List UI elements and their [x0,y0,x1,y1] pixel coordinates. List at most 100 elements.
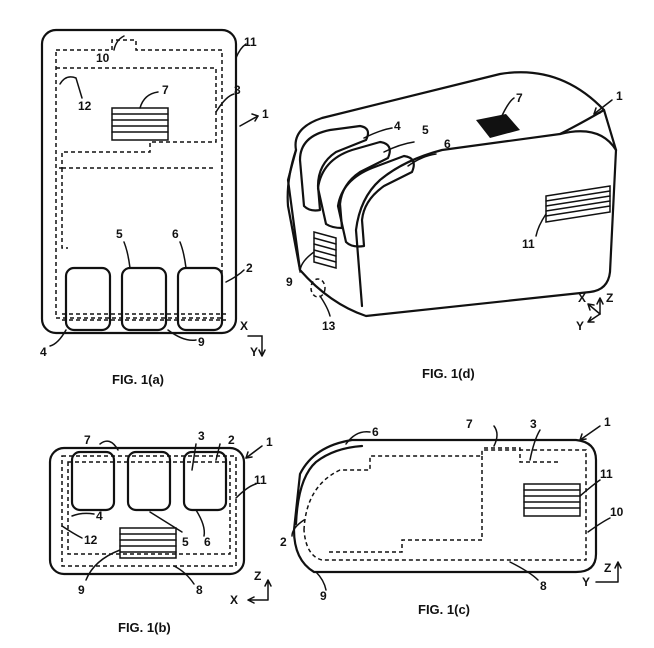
fig1c-axis-y: Y [582,575,590,589]
fig1c-ref-10: 10 [610,505,624,519]
fig1a-middle-compartment [61,167,216,249]
fig1b-button-5 [126,450,172,512]
fig1d-vent-11 [545,185,611,223]
fig1b-ref-1: 1 [266,435,273,449]
fig1d-rear-top-edge [558,130,618,152]
fig1c-inner-cavity [303,449,587,561]
fig1b-label-plate [119,527,177,559]
fig1a-ref-4: 4 [40,345,47,359]
fig1c-leader-7 [493,425,498,447]
fig1a-ref-3: 3 [234,83,241,97]
fig1b-inner-cavity [61,455,237,567]
fig1b-leader-2 [215,443,221,461]
fig1d-button-5 [316,140,391,230]
fig1b-ref-6: 6 [204,535,211,549]
fig1c-ref-1: 1 [604,415,611,429]
fig1b-ref-11: 11 [254,473,267,487]
fig1d-leader-9 [299,251,315,273]
fig1a-ref-6: 6 [172,227,179,241]
fig1a-leader-5 [123,241,131,269]
fig1c-leader-11 [579,479,601,497]
fig1b-leader-5 [149,511,183,533]
fig1d-leader-6 [407,153,437,167]
fig1c-axis-indicator: Z Y [582,561,622,589]
fig1a-leader-4 [49,329,67,347]
fig1a-caption: FIG. 1(a) [112,372,164,387]
fig1a-ref-9: 9 [198,335,205,349]
fig1a-leader-11 [235,43,247,59]
fig1a-axis-indicator: X Y [240,319,266,359]
fig1d-ref-13: 13 [322,319,336,333]
fig1d-vent-9 [313,231,337,269]
fig1b-axis-indicator: Z X [230,569,272,607]
fig1b-ref-4: 4 [96,509,103,523]
fig1b-leader-6 [195,509,206,537]
fig1c-leader-1 [579,425,601,441]
figure-1b: 7 3 2 1 11 4 12 5 6 9 8 Z X FIG. 1(b) [48,429,273,635]
fig1d-ref-5: 5 [422,123,429,137]
fig1d-front-edge [286,148,302,272]
fig1c-ref-11: 11 [600,467,613,481]
figure-1d: 4 5 6 7 1 11 9 13 X Z Y FIG. 1(d) [286,71,623,381]
fig1d-button-6 [336,154,415,248]
fig1d-ref-6: 6 [444,137,451,151]
fig1b-axis-z: Z [254,569,261,583]
fig1b-leader-7 [99,440,119,451]
fig1d-leader-11 [535,213,547,237]
fig1b-ref-12: 12 [84,533,98,547]
fig1b-ref-2: 2 [228,433,235,447]
fig1a-ref-10: 10 [96,51,110,65]
fig1d-ref-11: 11 [522,237,535,251]
fig1a-label-plate [111,107,169,141]
fig1b-leader-3 [191,443,197,471]
fig1d-top-contour [354,108,606,308]
fig1c-housing-outline [292,438,598,574]
fig1d-ref-9: 9 [286,275,293,289]
fig1a-leader-1 [239,115,259,127]
fig1c-top-compartment [484,447,560,463]
fig1a-leader-9 [167,329,197,342]
fig1a-ref-1: 1 [262,107,269,121]
fig1c-vent-11 [523,483,581,517]
fig1b-ref-7: 7 [84,433,91,447]
fig1b-ref-3: 3 [198,429,205,443]
fig1a-ref-2: 2 [246,261,253,275]
fig1a-button-4 [64,266,112,332]
fig1b-leader-4 [71,512,95,517]
fig1d-leader-13 [319,295,331,317]
fig1a-ref-11: 11 [244,35,257,49]
fig1d-ref-4: 4 [394,119,401,133]
fig1b-housing-outline [48,446,246,576]
fig1d-axis-z: Z [606,291,613,305]
fig1c-leader-1-arrow [579,433,587,441]
fig1d-caption: FIG. 1(d) [422,366,475,381]
fig1c-leader-3 [529,429,541,461]
fig1d-ref-7: 7 [516,91,523,105]
fig1d-leader-4 [363,127,393,139]
fig1b-leader-12 [61,525,83,539]
fig1c-inner-partition [328,456,483,553]
fig1b-axis-x: X [230,593,238,607]
figure-1c: 6 7 3 1 11 10 2 9 8 Z Y FIG. 1(c) [280,415,624,617]
fig1a-leader-2 [225,269,245,283]
fig1b-ref-9: 9 [78,583,85,597]
fig1a-axis-x: X [240,319,248,333]
fig1a-arrow-1 [251,113,259,122]
fig1d-arrow-1 [593,107,601,115]
fig1d-button-4 [298,124,370,212]
fig1b-leader-1 [245,445,263,459]
fig1a-ref-5: 5 [116,227,123,241]
fig1c-caption: FIG. 1(c) [418,602,470,617]
fig1b-ref-5: 5 [182,535,189,549]
fig1c-ref-9: 9 [320,589,327,603]
fig1b-button-6 [182,450,228,512]
fig1a-leader-10 [113,35,125,51]
fig1a-housing-outline [40,28,238,335]
fig1a-axis-y: Y [250,345,258,359]
fig1c-ref-6: 6 [372,425,379,439]
fig1a-upper-compartment [56,67,217,169]
fig1a-bottom-rail [62,313,226,321]
fig1c-leader-8 [509,561,539,581]
fig1a-leader-3 [215,93,235,113]
